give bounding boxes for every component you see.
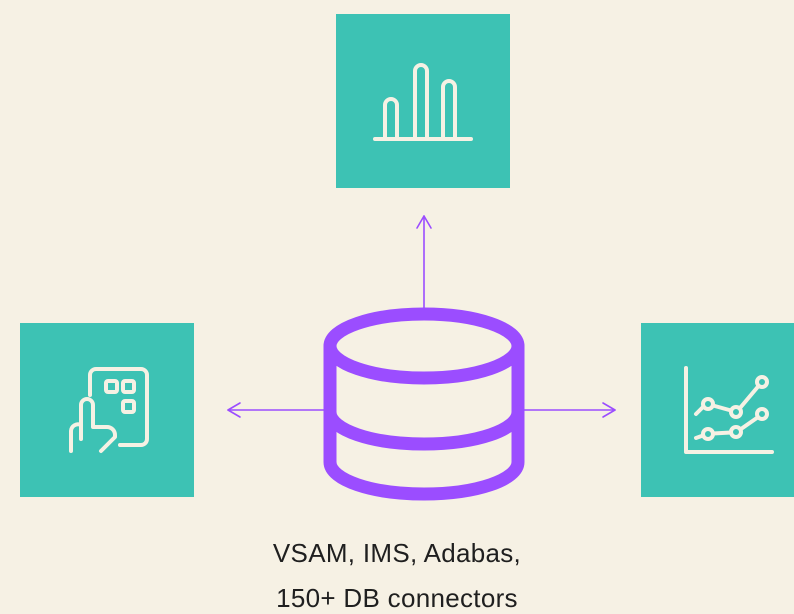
touch-app-icon bbox=[69, 367, 149, 453]
bar-chart-icon bbox=[373, 63, 473, 141]
database-icon bbox=[323, 307, 525, 501]
database-caption-line2: 150+ DB connectors bbox=[276, 583, 518, 613]
reporting-tile bbox=[641, 323, 794, 497]
analytics-tile bbox=[336, 14, 510, 188]
database-caption-line1: VSAM, IMS, Adabas, bbox=[272, 538, 522, 568]
line-chart-icon bbox=[684, 366, 774, 454]
application-tile bbox=[20, 323, 194, 497]
